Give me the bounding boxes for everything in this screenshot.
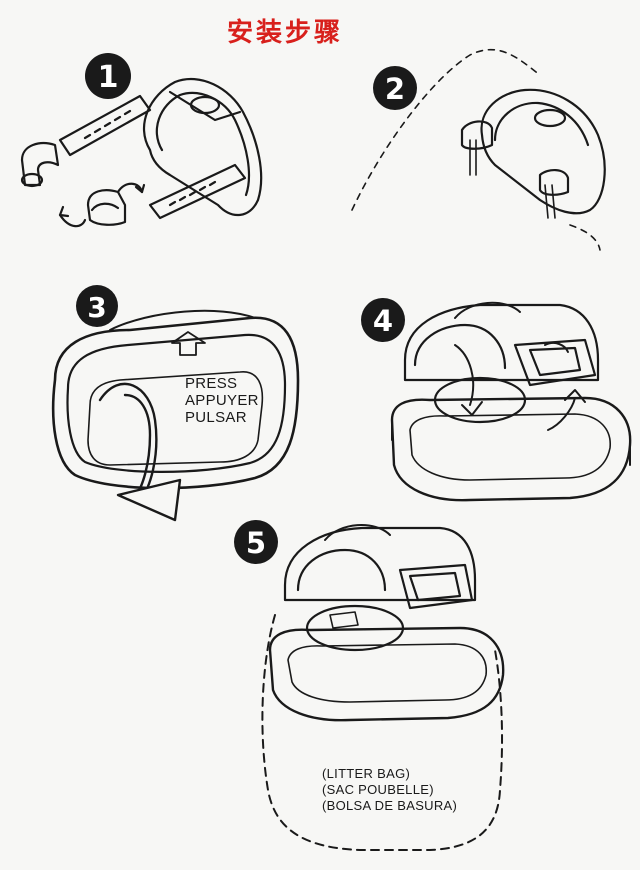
svg-text:5: 5 <box>246 526 266 560</box>
press-label-en: PRESS <box>185 375 259 392</box>
svg-text:2: 2 <box>385 72 405 106</box>
step-5-labels: (LITTER BAG) (SAC POUBELLE) (BOLSA DE BA… <box>322 766 457 814</box>
svg-text:4: 4 <box>373 304 393 338</box>
step-4-illustration: 4 <box>361 298 630 500</box>
step-5-badge: 5 <box>234 520 278 564</box>
step-3-labels: PRESS APPUYER PULSAR <box>185 375 259 426</box>
litter-bag-label-es: (BOLSA DE BASURA) <box>322 798 457 814</box>
step-4-badge: 4 <box>361 298 405 342</box>
step-3-illustration: 3 <box>53 285 298 520</box>
press-label-es: PULSAR <box>185 409 259 426</box>
svg-text:3: 3 <box>87 291 106 324</box>
step-3-badge: 3 <box>76 285 118 327</box>
step-2-badge: 2 <box>373 66 417 110</box>
litter-bag-label-fr: (SAC POUBELLE) <box>322 782 457 798</box>
litter-bag-label-en: (LITTER BAG) <box>322 766 457 782</box>
step-1-illustration: 1 <box>22 53 261 226</box>
step-1-badge: 1 <box>85 53 131 99</box>
press-label-fr: APPUYER <box>185 392 259 409</box>
svg-text:1: 1 <box>98 60 119 95</box>
step-2-illustration: 2 <box>352 50 605 250</box>
